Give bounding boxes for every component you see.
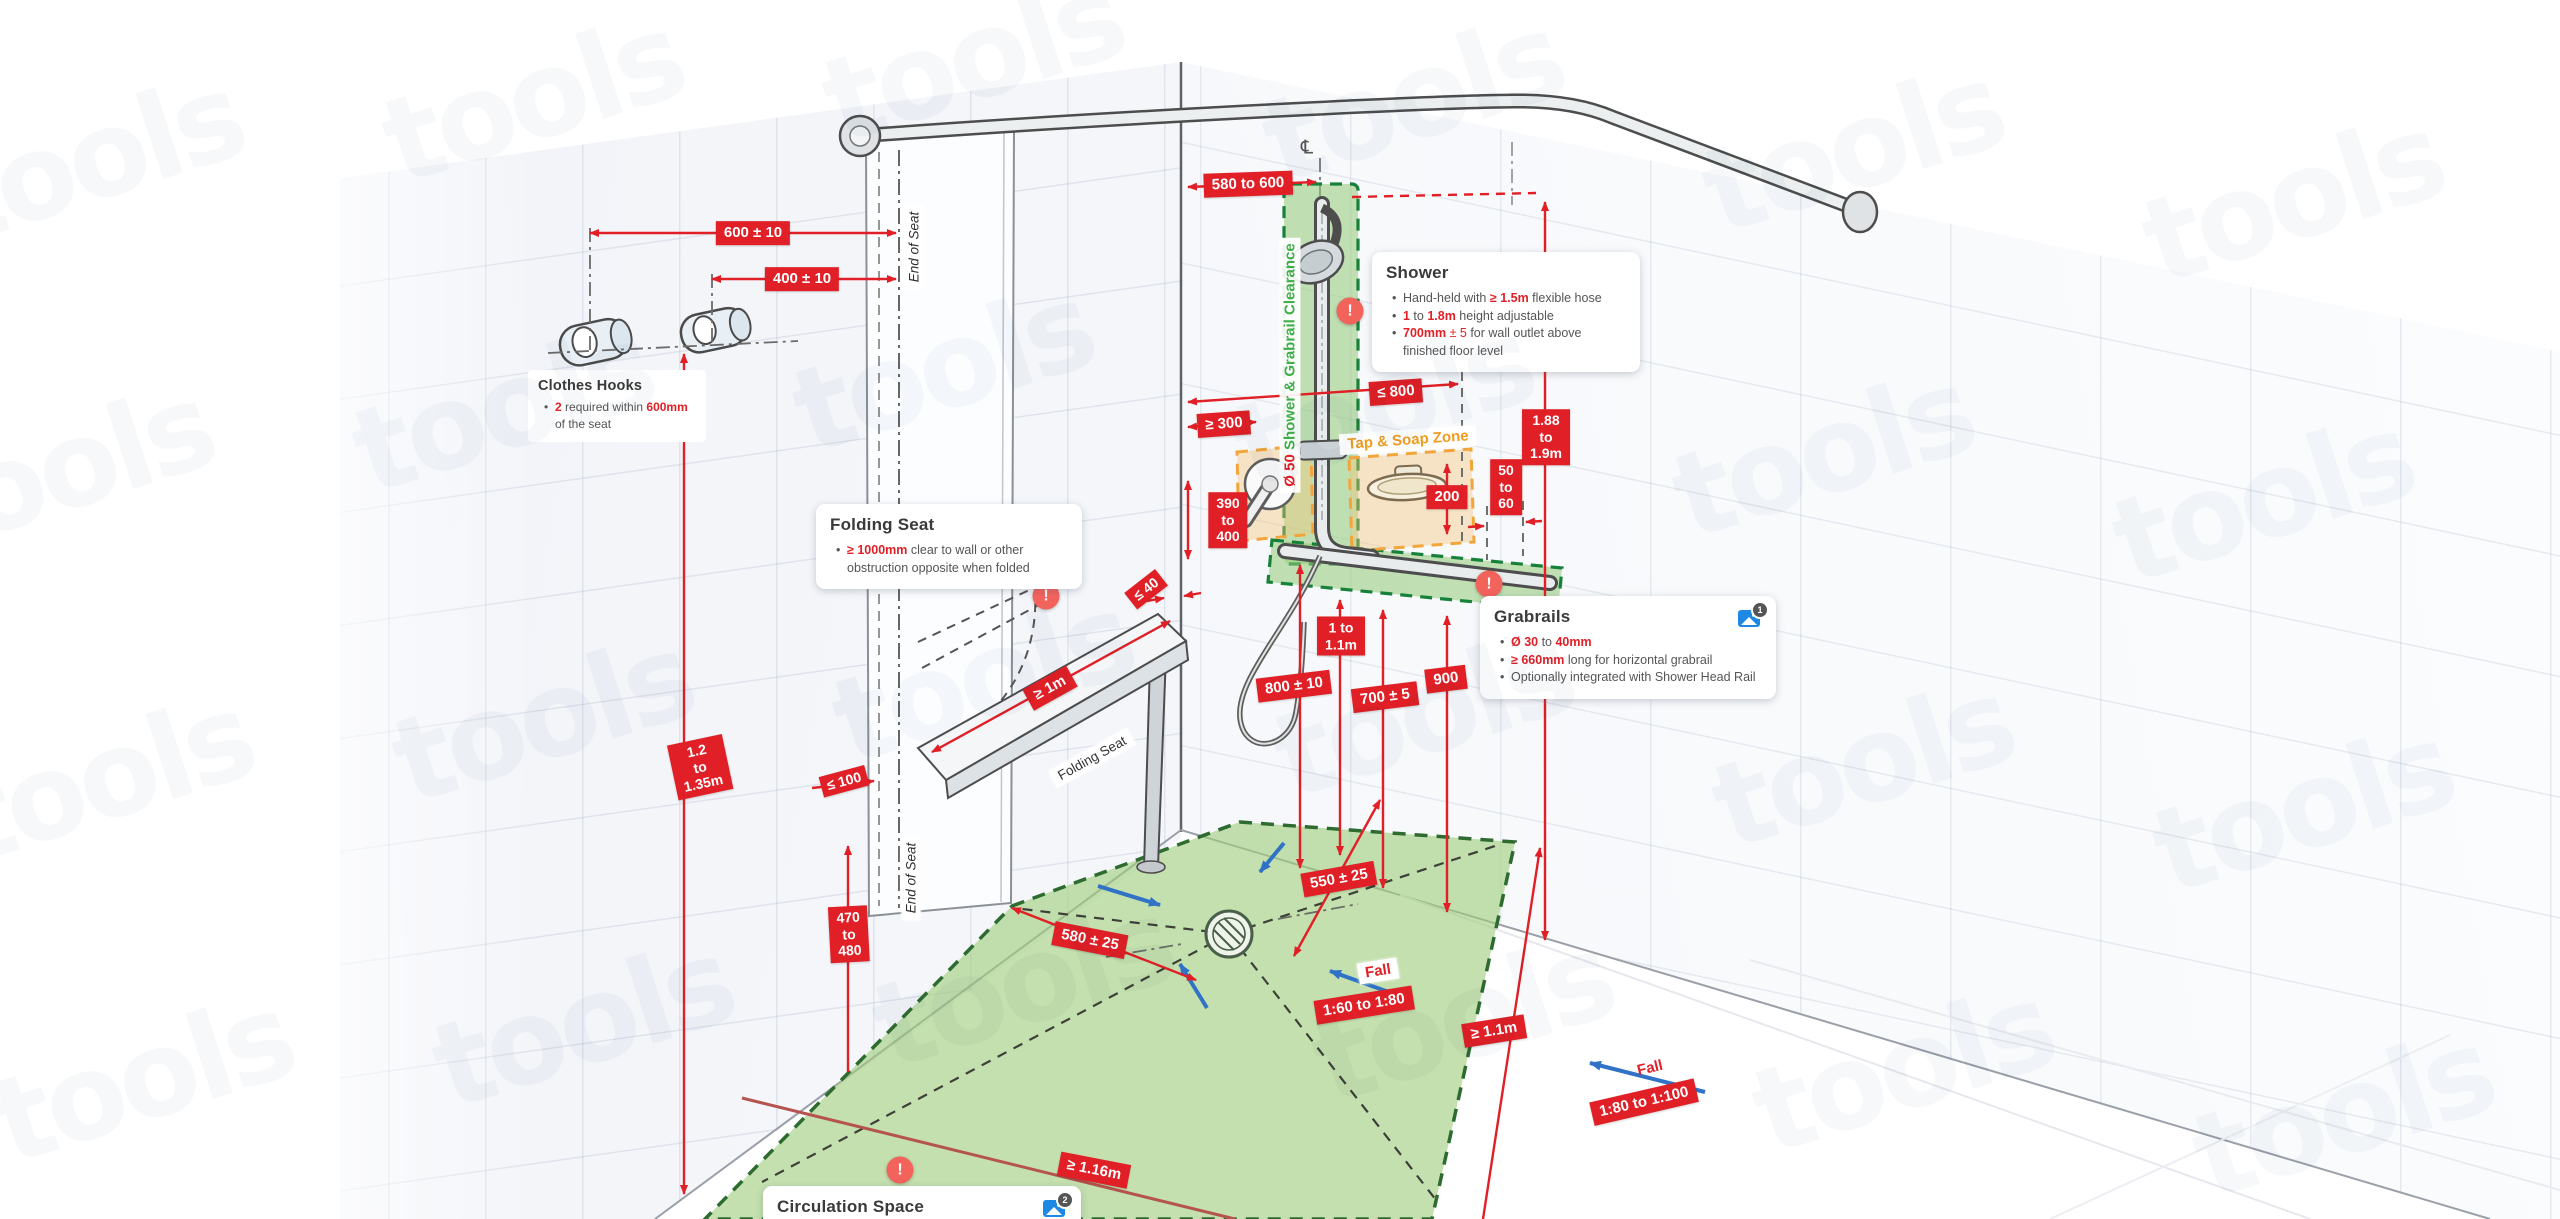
dim-800-max: ≤ 800 [1368,378,1424,406]
floor-drain [1204,909,1254,959]
photo-count-badge: 1 [1751,601,1769,619]
shower-bullet-height: 1 to 1.8m height adjustable [1392,308,1626,326]
dim-470-480: 470 to 480 [827,905,871,963]
shower-card[interactable]: Shower Hand-held with ≥ 1.5m flexible ho… [1372,252,1640,372]
end-of-seat-label-bottom: End of Seat [901,835,921,921]
dim-400: 400 ± 10 [764,267,840,291]
dim-390-400: 390 to 400 [1208,492,1248,548]
photo-count-badge: 2 [1056,1191,1074,1209]
shower-bullet-outlet: 700mm ± 5 for wall outlet above finished… [1392,325,1626,360]
shower-bullet-hose: Hand-held with ≥ 1.5m flexible hose [1392,290,1626,308]
clothes-hooks-card[interactable]: Clothes Hooks 2 required within 600mm of… [528,370,706,442]
shower-hose [1237,554,1323,747]
centerline-symbol: ℄ [1300,137,1314,159]
clothes-hook-1 [558,317,633,367]
folding-seat-bullet: ≥ 1000mm clear to wall or other obstruct… [836,542,1068,577]
dim-188-19: 1.88 to 1.9m [1522,409,1570,465]
dim-900: 900 [1424,664,1468,694]
dim-12-135: 1.2 to 1.35m [666,734,734,800]
grabrail-horizontal [1277,543,1558,591]
photo-mountain-glyph [1741,617,1757,625]
dim-300-min: ≥ 300 [1196,410,1252,438]
grabrails-bullet-length: ≥ 660mm long for horizontal grabrail [1500,652,1762,670]
shower-title: Shower [1386,263,1449,282]
grabrails-bullet-integration: Optionally integrated with Shower Head R… [1500,669,1762,687]
dim-580-600: 580 to 600 [1203,170,1293,198]
alert-marker-circulation[interactable]: ! [886,1156,914,1184]
clothes-hooks-title: Clothes Hooks [538,378,643,394]
circulation-space-card[interactable]: Circulation Space 2 [763,1186,1081,1219]
folding-seat-title: Folding Seat [830,515,935,534]
grabrails-card[interactable]: Grabrails 1 Ø 30 to 40mm ≥ 660mm long fo… [1480,596,1776,699]
folding-seat-card[interactable]: Folding Seat ≥ 1000mm clear to wall or o… [816,504,1082,589]
dim-600: 600 ± 10 [715,221,791,245]
clothes-hooks-bullet: 2 required within 600mm of the seat [544,399,696,433]
dim-200: 200 [1426,485,1468,509]
fall-arrow [1258,841,1286,874]
circulation-photo-icon[interactable]: 2 [1043,1191,1074,1217]
end-of-seat-label-top: End of Seat [904,204,924,290]
photo-mountain-glyph [1046,1207,1062,1215]
fall-arrow [1097,884,1161,907]
circulation-space-title: Circulation Space [777,1197,924,1216]
circulation-floor-zone [702,820,1518,1219]
dim-50-60: 50 to 60 [1490,459,1522,515]
clothes-hook-2 [679,306,752,354]
grabrails-photo-icon[interactable]: 1 [1738,601,1769,627]
grabrails-bullet-diameter: Ø 30 to 40mm [1500,634,1762,652]
curtain-rail [838,93,1879,234]
shower-head [1287,203,1345,285]
dim-1-11: 1 to 1.1m [1317,616,1365,656]
alert-marker-shower[interactable]: ! [1336,297,1364,325]
grabrails-title: Grabrails [1494,607,1571,626]
alert-marker-grabrail[interactable]: ! [1475,570,1503,598]
shower-clearance-label: Ø 50 Shower & Grabrail Clearance [1279,237,1301,493]
clearance-diameter: Ø 50 [1281,454,1299,487]
clearance-text: Shower & Grabrail Clearance [1281,243,1299,451]
